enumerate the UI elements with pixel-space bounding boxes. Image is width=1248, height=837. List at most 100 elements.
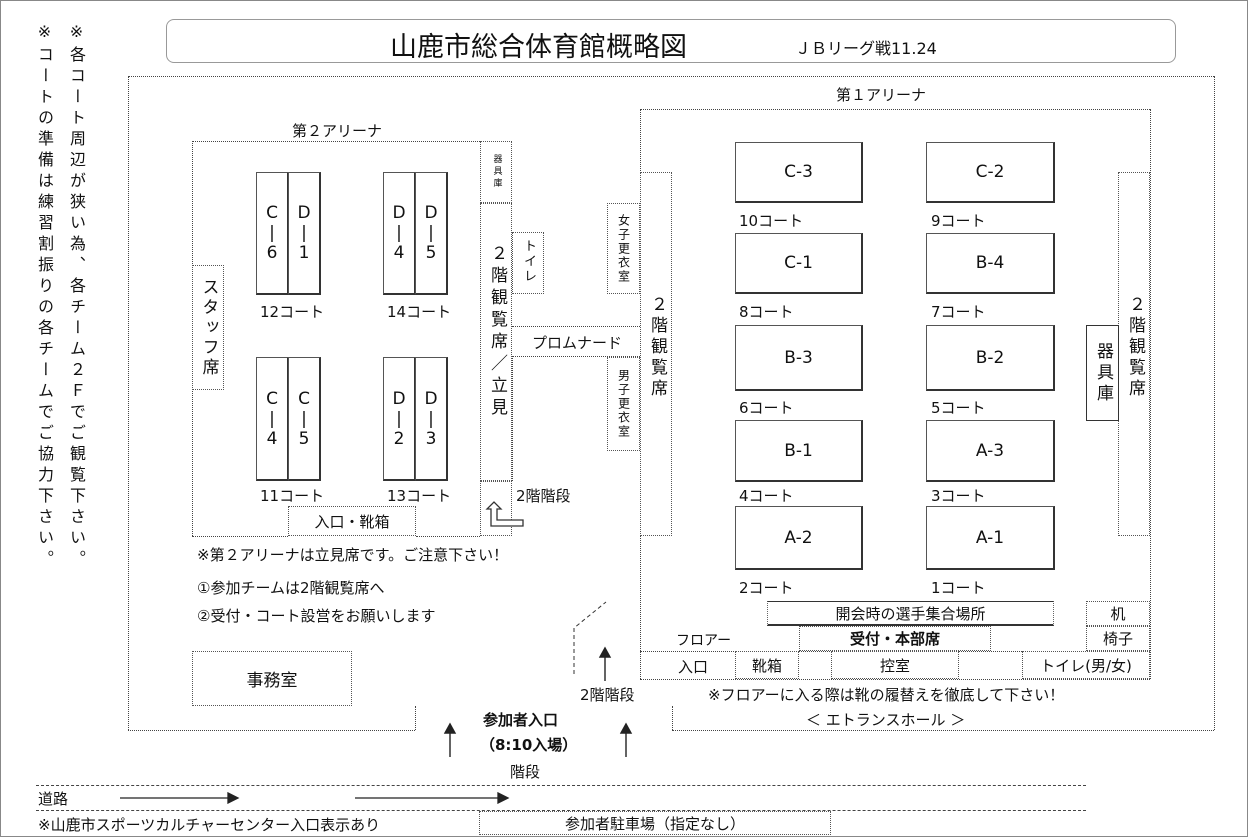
court-c4: C|4 (256, 357, 289, 481)
court-c3: C-3 (735, 142, 863, 203)
arena1-left-seats-label: ２階観覧席 (647, 295, 667, 400)
shoe-box: 靴箱 (735, 651, 799, 679)
court-c6-dash: | (269, 223, 275, 243)
building-top-edge (128, 76, 1214, 77)
building-left-edge (128, 76, 129, 730)
court-label-13: 13コート (387, 487, 452, 505)
court-label-14: 14コート (387, 303, 452, 321)
court-d5-dash: | (428, 223, 434, 243)
court-c5-dash: | (301, 408, 307, 429)
promenade-top (512, 326, 640, 327)
arena2-toilet: トイレ (512, 232, 544, 294)
arena1-right-seats-label: ２階観覧席 (1125, 295, 1145, 400)
floor-label: フロアー (676, 633, 732, 649)
up-arrow-icon-stairs (598, 646, 612, 681)
shoe-box-label: 靴箱 (751, 656, 782, 675)
court-d4-letter: D (392, 203, 406, 223)
arena2-seats: ２階観覧席／立見 (480, 203, 512, 481)
court-d3-number: 3 (425, 428, 437, 449)
parking-area: 参加者駐車場（指定なし） (479, 811, 831, 835)
steps-label: 階段 (510, 763, 541, 781)
sports-center-note: ※山鹿市スポーツカルチャーセンター入口表示あり (38, 816, 381, 834)
court-d2-dash: | (396, 408, 402, 429)
court-b4: B-4 (926, 233, 1055, 294)
building-bottom-right (672, 730, 1214, 731)
entrance-hall-label: ＜ エトランスホール ＞ (806, 711, 966, 729)
side-note-viewing: ※各コート周辺が狭い為、各チーム２Ｆでご観覧下さい。 (67, 22, 86, 571)
staff-seats: スタッフ席 (192, 265, 224, 390)
building-right-edge (1214, 76, 1215, 730)
court-d2-letter: D (392, 388, 406, 409)
reception-label: 受付・本部席 (849, 630, 940, 648)
entry-time-label: （8:10入場） (480, 736, 578, 754)
chair-label: 椅子 (1102, 630, 1133, 648)
promenade-label: プロムナード (532, 334, 623, 352)
court-d1-number: 1 (298, 243, 310, 263)
arena2-note-setup: ②受付・コート設営をお願いします (197, 607, 436, 625)
court-label-2: 2コート (739, 579, 794, 597)
court-label-12: 12コート (260, 303, 325, 321)
court-d4-dash: | (396, 223, 402, 243)
court-label-4: 4コート (739, 487, 794, 505)
arena2-toilet-label: トイレ (521, 239, 536, 284)
road-label: 道路 (38, 790, 69, 808)
court-c6-letter: C (266, 203, 278, 223)
court-a2: A-2 (735, 506, 863, 570)
waiting-room: 控室 (831, 651, 959, 679)
arena1-right-wall (1150, 109, 1151, 679)
court-c4-letter: C (266, 388, 278, 409)
road-arrow-icon-right (355, 792, 510, 804)
parking-label: 参加者駐車場（指定なし） (564, 814, 745, 833)
lobby-toilet-label: トイレ(男/女) (1040, 656, 1132, 675)
court-label-6: 6コート (739, 399, 794, 417)
road-arrow-icon-left (120, 792, 240, 804)
desk-label: 机 (1110, 605, 1126, 623)
road-line-top (36, 785, 1086, 786)
court-a3: A-3 (926, 420, 1055, 482)
court-d4-number: 4 (393, 243, 405, 263)
arena1-equipment-room: 器具庫 (1086, 325, 1119, 421)
arena2-equipment-label: 器具庫 (491, 154, 502, 190)
arena2-bottom-wall-right (416, 536, 480, 537)
arena2-title: 第２アリーナ (292, 122, 383, 140)
arena1-title: 第１アリーナ (836, 86, 927, 104)
arena1-left-seats: ２階観覧席 (640, 172, 672, 536)
building-door-right (672, 706, 673, 730)
promenade-left-low (512, 356, 513, 481)
arena2-seats-label: ２階観覧席／立見 (487, 244, 507, 420)
arena2-equipment-room: 器具庫 (480, 141, 512, 203)
diagonal-door-line (573, 601, 607, 674)
desk-area: 机 (1086, 601, 1150, 626)
road-line-bottom (36, 810, 1086, 811)
court-b3: B-3 (735, 325, 863, 391)
court-d1: D|1 (288, 172, 321, 295)
gathering-area: 開会時の選手集合場所 (767, 601, 1054, 626)
reception-desk: 受付・本部席 (799, 626, 991, 651)
court-c2: C-2 (926, 142, 1055, 203)
arena1-top-wall (640, 109, 1150, 110)
women-locker-label: 女子更衣室 (616, 213, 631, 284)
court-d5: D|5 (415, 172, 448, 295)
chair-area: 椅子 (1086, 626, 1150, 651)
side-note-courts: ※コートの準備は練習割振りの各チームでご協力下さい。 (35, 22, 54, 571)
court-d2-number: 2 (393, 428, 405, 449)
court-b1: B-1 (735, 420, 863, 482)
page-subtitle: ＪＢリーグ戦11.24 (795, 39, 937, 58)
lobby-stairs-label: 2階階段 (580, 686, 635, 704)
court-c4-dash: | (269, 408, 275, 429)
floor-notice: ※フロアーに入る際は靴の履替えを徹底して下さい！ (708, 686, 1065, 704)
men-locker-label: 男子更衣室 (616, 369, 631, 439)
court-label-5: 5コート (931, 399, 986, 417)
stairs-arrow-icon (485, 501, 524, 527)
court-c1: C-1 (735, 233, 863, 294)
court-label-10: 10コート (739, 212, 804, 230)
court-c5-letter: C (298, 388, 310, 409)
court-label-8: 8コート (739, 303, 794, 321)
lobby-line-2 (640, 679, 1150, 680)
court-label-9: 9コート (931, 212, 986, 230)
floor-entrance-label: 入口 (678, 658, 709, 676)
court-d5-number: 5 (425, 243, 437, 263)
title-box (166, 19, 1176, 63)
court-label-7: 7コート (931, 303, 986, 321)
court-d1-letter: D (297, 203, 311, 223)
